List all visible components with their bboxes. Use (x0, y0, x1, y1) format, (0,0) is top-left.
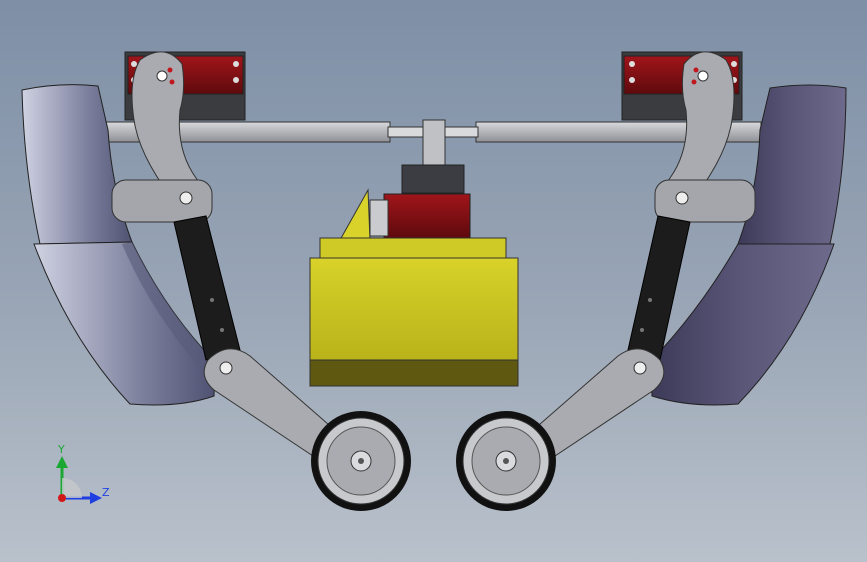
central-motor (339, 164, 471, 241)
right-upper-link (657, 51, 735, 209)
y-axis-label: Y (57, 443, 65, 456)
right-hip-joint (654, 179, 756, 223)
right-track-pad (649, 84, 847, 406)
left-track-pad (21, 84, 216, 406)
left-hip-joint (111, 179, 213, 223)
cross-bar (104, 119, 762, 166)
z-axis-label: Z (102, 486, 110, 499)
left-upper-link (131, 51, 209, 209)
left-wheel (311, 411, 411, 511)
right-belt-leg (627, 215, 691, 361)
orientation-triad: Y Z (56, 443, 110, 504)
origin-icon (58, 494, 66, 502)
left-belt-leg (173, 215, 241, 361)
payload-box (309, 237, 519, 387)
right-wheel (456, 411, 556, 511)
